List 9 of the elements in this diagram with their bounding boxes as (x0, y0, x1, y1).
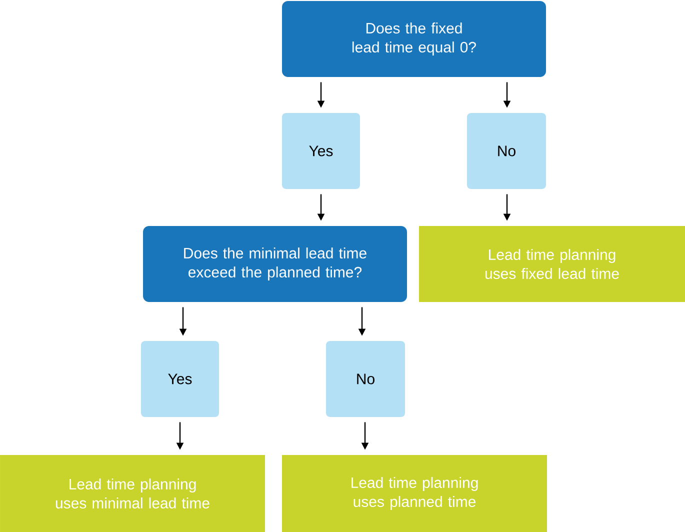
question-box: Does the minimal lead time exceed the planned time? (143, 226, 407, 302)
answer-box: Yes (282, 113, 360, 189)
result-box: Lead time planning uses fixed lead time (419, 226, 685, 302)
answer-box: No (326, 341, 405, 417)
answer-box: No (467, 113, 546, 189)
answer-box: Yes (141, 341, 219, 417)
result-box: Lead time planning uses minimal lead time (0, 455, 265, 532)
question-box: Does the fixed lead time equal 0? (282, 1, 546, 77)
result-box: Lead time planning uses planned time (282, 455, 547, 532)
